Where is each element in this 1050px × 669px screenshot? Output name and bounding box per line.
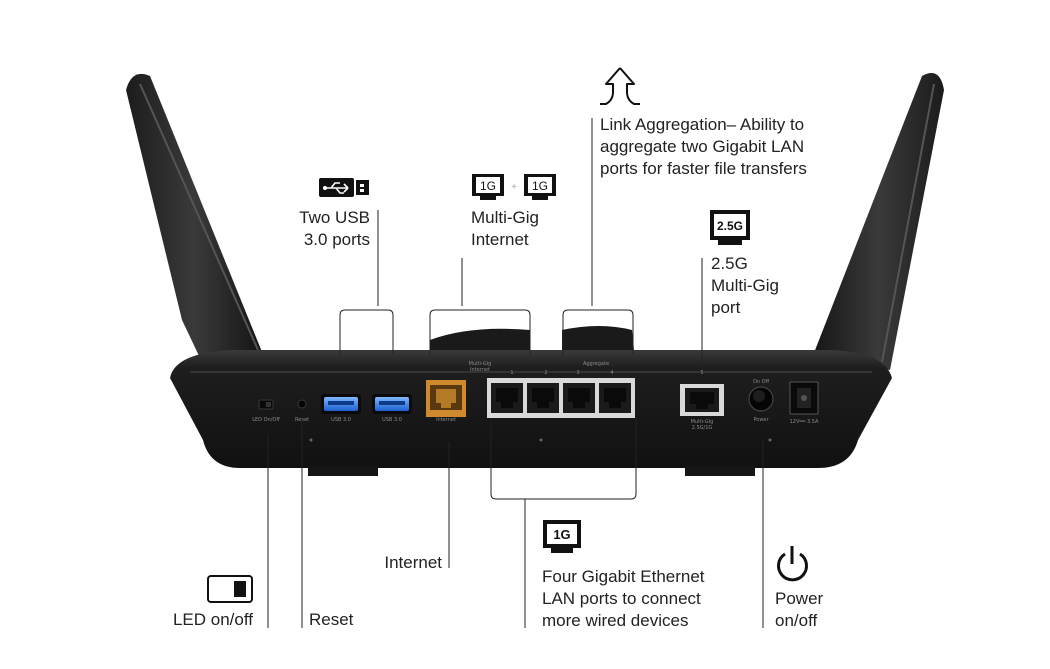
- internet-port[interactable]: [426, 380, 466, 417]
- multigig-port[interactable]: [680, 384, 724, 416]
- rt-port1: 1: [510, 370, 513, 376]
- svg-text:1G: 1G: [532, 179, 548, 193]
- usb-icon: [319, 178, 369, 197]
- rear-fin-right: [562, 326, 634, 350]
- lan-port-4[interactable]: [599, 383, 631, 413]
- lan-port-3[interactable]: [563, 383, 595, 413]
- rt-aggregate: Aggregate: [583, 361, 609, 367]
- rt-multigig: Multi-Gig: [469, 361, 492, 367]
- rt-mg-port: Multi-Gig: [691, 419, 714, 425]
- rt-power: Power: [753, 417, 769, 423]
- usb-ports-label: Two USB 3.0 ports: [299, 208, 370, 249]
- 2.5g-port-icon: 2.5G: [710, 210, 750, 245]
- led-label: LED on/off: [172, 610, 253, 629]
- led-switch[interactable]: [258, 399, 274, 410]
- multigig-internet-label: Multi-Gig Internet: [471, 208, 540, 249]
- lan-ports-label: Four Gigabit Ethernet LAN ports to conne…: [542, 567, 705, 630]
- reset-label: Reset: [309, 610, 354, 629]
- link-aggregation-icon: [600, 67, 640, 105]
- left-antenna: [126, 73, 262, 358]
- right-antenna: [812, 73, 944, 370]
- rt-port2: 2: [544, 370, 547, 376]
- rt-onoff: On Off: [753, 379, 770, 385]
- rt-usb2: USB 3.0: [382, 417, 402, 423]
- port-25g-label: 2.5G Multi-Gig port: [711, 254, 780, 317]
- 1g-port-icon-a: 1G: [472, 174, 504, 200]
- power-icon: [777, 546, 808, 582]
- rt-port3: 3: [576, 370, 579, 376]
- rt-internet-sub: Internet: [470, 367, 490, 373]
- callout-lines: [267, 118, 764, 628]
- rear-fin-left: [430, 328, 530, 352]
- power-label: Power on/off: [775, 589, 824, 630]
- rt-mg-sub: 2.5G/1G: [692, 425, 713, 431]
- 1g-port-icon-b: 1G: [524, 174, 556, 200]
- reset-pinhole[interactable]: [297, 399, 307, 409]
- rt-dc: 12V══ 3.5A: [790, 419, 819, 425]
- plus-sign: +: [511, 182, 517, 193]
- internet-label: Internet: [384, 553, 442, 572]
- lan-port-1[interactable]: [491, 383, 523, 413]
- usb-port-1[interactable]: [321, 394, 361, 414]
- dc-power-jack: [789, 381, 819, 415]
- link-aggregation-label: Link Aggregation– Ability to aggregate t…: [600, 115, 807, 178]
- rt-usb1: USB 3.0: [331, 417, 351, 423]
- svg-text:2.5G: 2.5G: [717, 219, 743, 233]
- usb-port-2[interactable]: [372, 394, 412, 414]
- svg-text:1G: 1G: [553, 527, 570, 542]
- power-button[interactable]: [748, 386, 774, 412]
- lan-port-2[interactable]: [527, 383, 559, 413]
- svg-text:1G: 1G: [480, 179, 496, 193]
- rt-port4: 4: [610, 370, 613, 376]
- rt-port5: 5: [700, 370, 703, 376]
- 1g-port-icon-c: 1G: [543, 520, 581, 553]
- rt-led: LED On/Off: [252, 417, 280, 423]
- lan-port-block: [487, 378, 635, 418]
- led-switch-icon: [207, 575, 253, 603]
- rt-internet-port: Internet: [436, 417, 456, 423]
